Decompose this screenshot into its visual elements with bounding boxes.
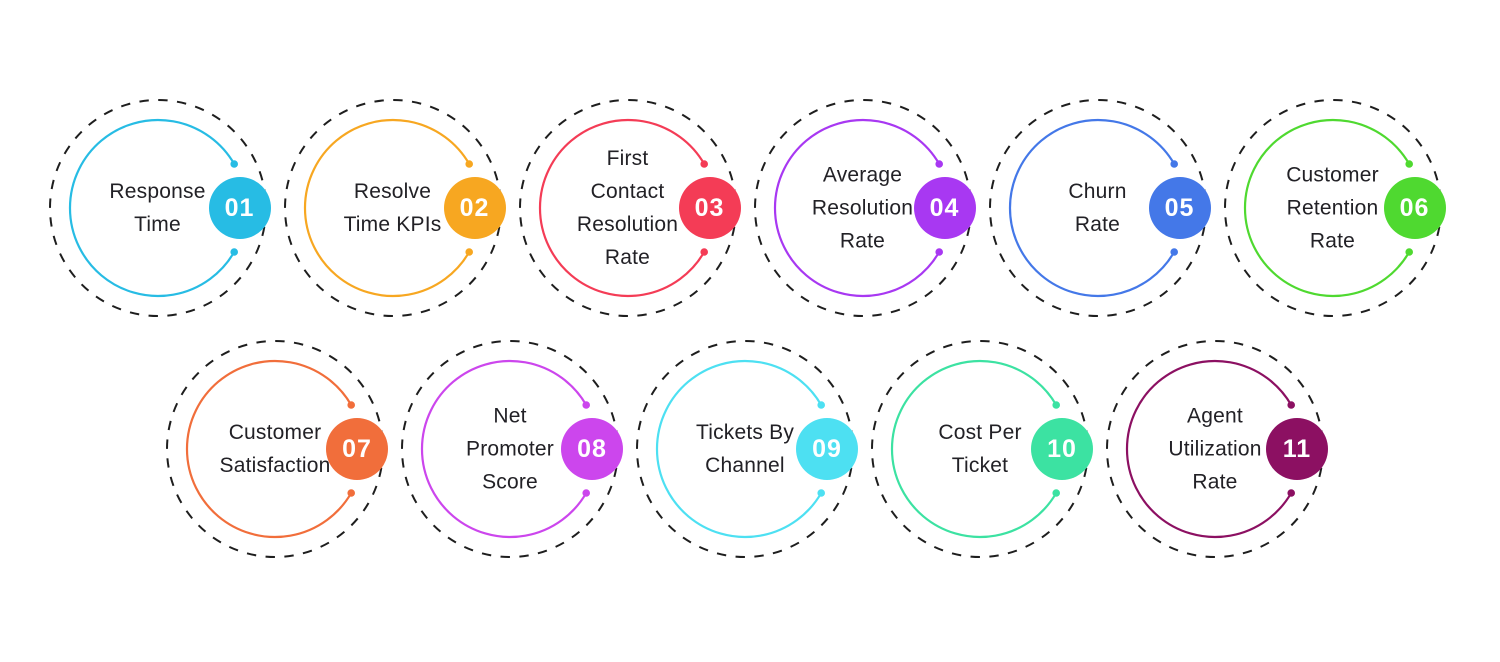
kpi-label: Resolve Time KPIs [343,180,442,236]
kpi-label: Tickets By Channel [695,421,795,477]
kpi-number-badge: 01 [208,177,271,239]
kpi-number-badge: 07 [326,418,388,480]
arc-endpoint-dot-top [934,160,943,168]
kpi-row-top: Response Time 01 Resolve Time KPIs 02 Fi… [0,0,1495,320]
kpi-number-badge: 09 [796,418,858,480]
arc-endpoint-dot-bottom [1404,248,1413,256]
kpi-item-07: Customer Satisfaction 07 [163,337,388,561]
kpi-item-04: Average Resolution Rate 04 [751,96,976,320]
kpi-label: Net Promoter Score [466,404,554,494]
kpi-label: Average Resolution Rate [811,163,914,253]
kpi-number-badge: 05 [1148,177,1211,239]
arc-endpoint-dot-top [817,401,825,409]
kpi-number-badge: 10 [1031,418,1093,480]
kpi-item-09: Tickets By Channel 09 [633,337,858,561]
kpi-row-bottom: Customer Satisfaction 07 Net Promoter Sc… [0,320,1495,561]
arc-endpoint-dot-top [347,401,355,409]
kpi-label: Agent Utilization Rate [1168,404,1262,494]
arc-endpoint-dot-bottom [699,248,708,256]
arc-endpoint-dot-bottom [464,248,473,256]
arc-endpoint-dot-top [699,160,708,168]
arc-endpoint-dot-bottom [229,248,238,256]
arc-endpoint-dot-top [1052,401,1060,409]
accent-arc [420,359,588,539]
kpi-item-08: Net Promoter Score 08 [398,337,623,561]
kpi-number-badge: 03 [678,177,741,239]
kpi-label: Response Time [109,180,206,236]
kpi-number-badge: 02 [443,177,506,239]
arc-endpoint-dot-bottom [934,248,943,256]
kpi-item-05: Churn Rate 05 [986,96,1211,320]
accent-arc [1243,118,1410,298]
kpi-label: Customer Satisfaction [219,421,331,477]
arc-endpoint-dot-bottom [1287,489,1295,497]
kpi-item-11: Agent Utilization Rate 11 [1103,337,1328,561]
arc-endpoint-dot-bottom [347,489,355,497]
kpi-label: First Contact Resolution Rate [576,147,679,269]
kpi-number-badge: 11 [1266,418,1328,480]
arc-endpoint-dot-top [1287,401,1295,409]
arc-endpoint-dot-top [464,160,473,168]
arc-endpoint-dot-top [582,401,590,409]
arc-endpoint-dot-bottom [1169,248,1178,256]
kpi-label: Churn Rate [1068,180,1127,236]
accent-arc [185,359,353,539]
accent-arc [655,359,823,539]
accent-arc [68,118,235,298]
kpi-label: Customer Retention Rate [1286,163,1379,253]
kpi-item-10: Cost Per Ticket 10 [868,337,1093,561]
accent-arc [1008,118,1175,298]
arc-endpoint-dot-top [1404,160,1413,168]
kpi-item-01: Response Time 01 [46,96,271,320]
arc-endpoint-dot-bottom [582,489,590,497]
accent-arc [303,118,470,298]
arc-endpoint-dot-top [229,160,238,168]
accent-arc [1125,359,1293,539]
arc-endpoint-dot-bottom [817,489,825,497]
kpi-number-badge: 06 [1383,177,1446,239]
kpi-item-06: Customer Retention Rate 06 [1221,96,1446,320]
accent-arc [538,118,705,298]
arc-endpoint-dot-top [1169,160,1178,168]
kpi-number-badge: 04 [913,177,976,239]
kpi-item-02: Resolve Time KPIs 02 [281,96,506,320]
arc-endpoint-dot-bottom [1052,489,1060,497]
accent-arc [773,118,940,298]
kpi-label: Cost Per Ticket [938,421,1022,477]
kpi-item-03: First Contact Resolution Rate 03 [516,96,741,320]
accent-arc [890,359,1058,539]
kpi-number-badge: 08 [561,418,623,480]
